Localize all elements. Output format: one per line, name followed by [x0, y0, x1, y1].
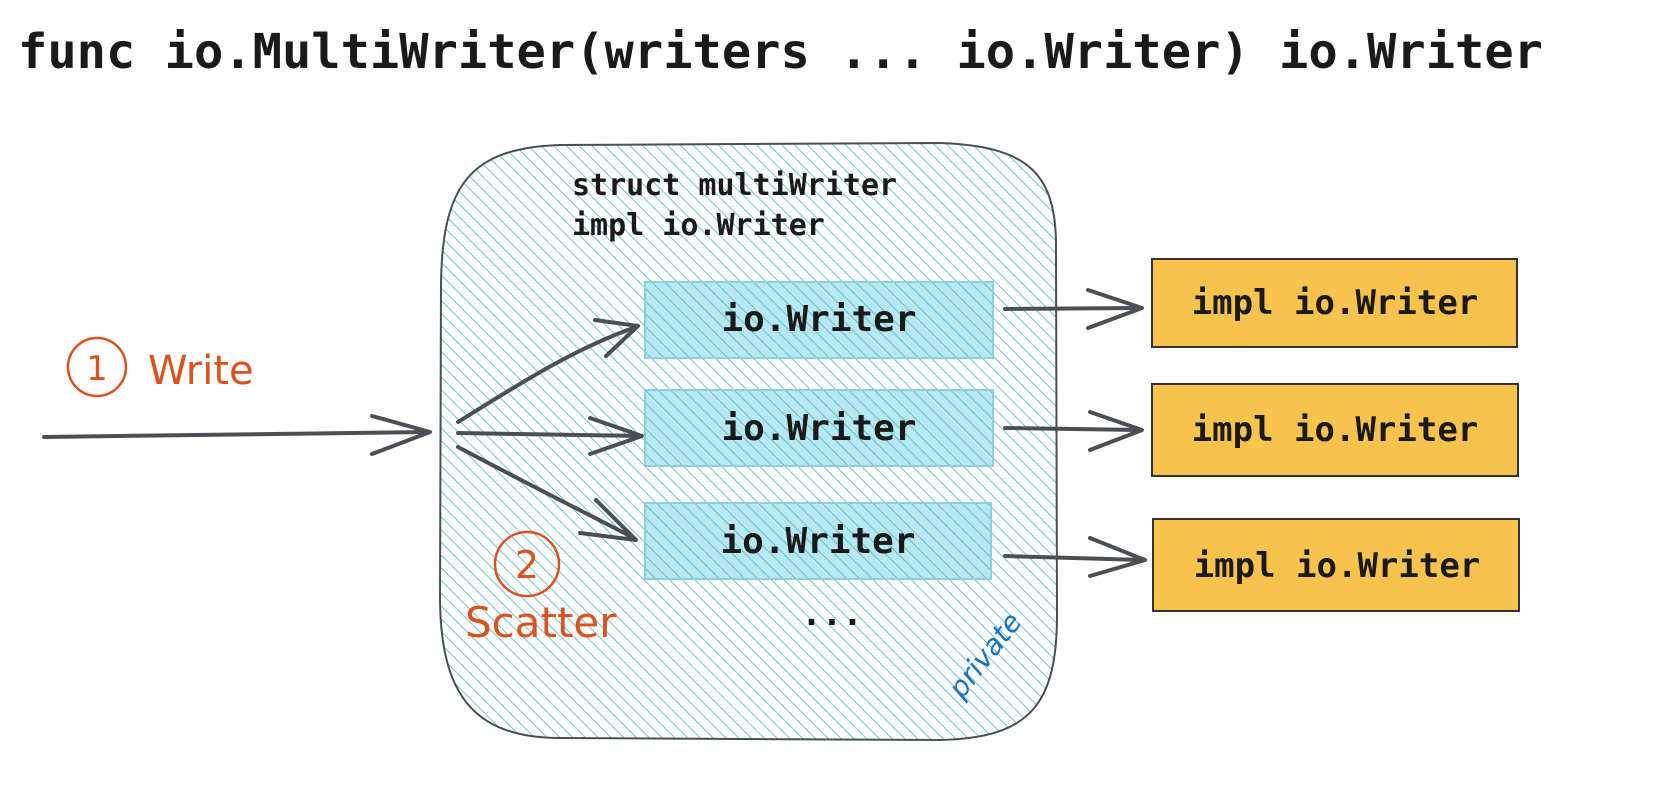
output-arrowhead-1	[1086, 288, 1144, 330]
inner-writer-3: io.Writer	[644, 502, 992, 580]
scatter-arrow-3	[456, 445, 636, 540]
write-label: Write	[148, 348, 254, 394]
scatter-arrowhead-3	[578, 498, 638, 542]
step-2-circle	[493, 530, 561, 598]
scatter-step-annotation: 2 Scatter	[465, 530, 617, 647]
step-1-number: 1	[86, 349, 108, 389]
scatter-arrow-2	[456, 431, 642, 438]
output-arrow-2	[1003, 426, 1142, 432]
write-step-annotation: 1 Write	[66, 336, 254, 398]
output-arrow-1	[1003, 306, 1142, 311]
inner-writer-label: io.Writer	[721, 408, 916, 449]
target-writer-3: impl io.Writer	[1152, 518, 1520, 612]
write-input-arrow	[42, 430, 430, 439]
output-arrow-3	[1003, 554, 1145, 562]
target-writer-label: impl io.Writer	[1194, 546, 1481, 586]
scatter-arrowhead-1	[593, 318, 640, 358]
target-writer-2: impl io.Writer	[1151, 383, 1519, 477]
target-writer-1: impl io.Writer	[1151, 258, 1518, 348]
output-arrowhead-3	[1088, 536, 1147, 578]
struct-name-label: struct multiWriter	[572, 168, 897, 203]
step-2-number: 2	[515, 543, 539, 587]
output-arrowhead-2	[1088, 410, 1144, 452]
inner-writer-label: io.Writer	[721, 299, 916, 340]
scatter-arrow-1	[456, 325, 638, 424]
step-1-circle	[66, 336, 128, 398]
inner-writer-1: io.Writer	[644, 281, 994, 359]
inner-writer-2: io.Writer	[644, 389, 994, 467]
scatter-label: Scatter	[465, 598, 617, 647]
arrows	[42, 288, 1147, 578]
function-signature-title: func io.MultiWriter(writers ... io.Write…	[18, 24, 1543, 80]
more-writers-ellipsis: ...	[801, 594, 862, 634]
scatter-arrowhead-2	[588, 416, 644, 456]
write-input-arrowhead	[370, 414, 432, 456]
struct-impl-label: impl io.Writer	[572, 208, 825, 243]
target-writer-label: impl io.Writer	[1192, 410, 1479, 450]
inner-writer-label: io.Writer	[720, 521, 915, 562]
target-writer-label: impl io.Writer	[1192, 283, 1479, 323]
